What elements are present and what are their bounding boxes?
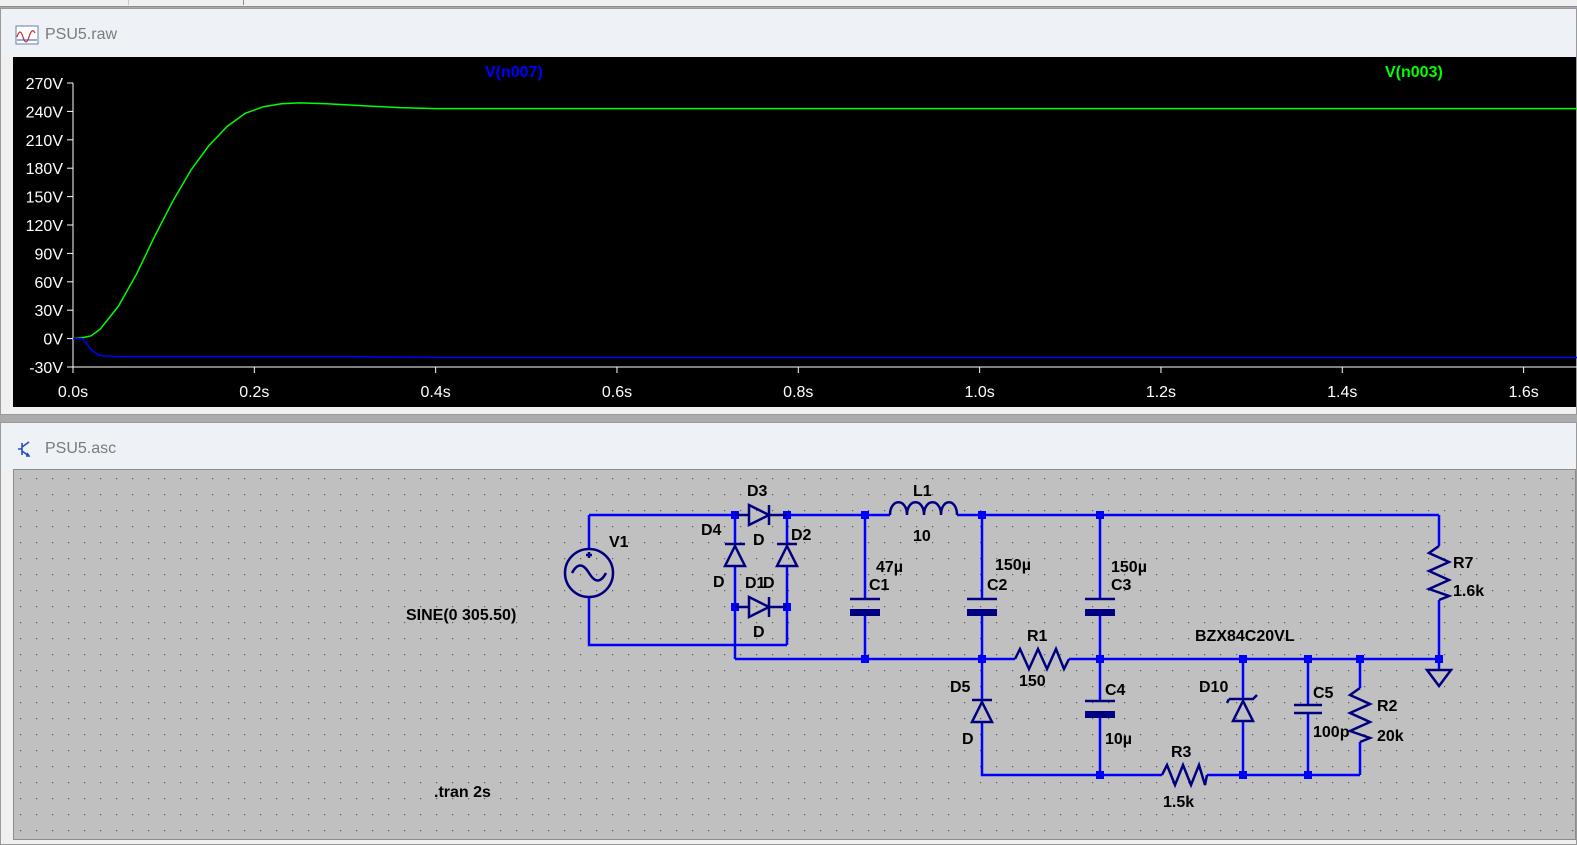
resistor-r2 xyxy=(1346,686,1374,744)
y-tick-label: -30V xyxy=(29,360,63,377)
zener-d10 xyxy=(1225,694,1258,723)
waveform-plot[interactable]: V(n007) V(n003) 270V 240V 210V 180V 150V 120V… xyxy=(13,57,1577,407)
y-tick-label: 180V xyxy=(26,161,64,178)
capacitor-c3 xyxy=(1085,597,1115,616)
y-tick-label: 60V xyxy=(35,275,64,292)
wires xyxy=(587,513,1441,777)
diode-d1 xyxy=(735,594,787,620)
voltage-source-v1 xyxy=(563,547,615,599)
x-tick-label: 0.0s xyxy=(58,384,88,401)
trace-vn003 xyxy=(72,102,1577,340)
label-d5: D5 xyxy=(950,679,971,696)
label-r7: R7 xyxy=(1453,555,1474,572)
label-r2: R2 xyxy=(1377,698,1398,715)
label-d4-model: D xyxy=(713,574,725,591)
label-d2: D2 xyxy=(791,527,812,544)
label-c1: C1 xyxy=(869,577,890,594)
label-d2-model: D xyxy=(763,575,775,592)
labels: SINE(0 305.50) .tran 2s V1 D3 D D4 D D2 … xyxy=(406,483,1484,811)
plot-pane[interactable]: V(n007) V(n003) 270V 240V 210V 180V 150V 120V… xyxy=(13,57,1577,407)
x-tick-label: 0.6s xyxy=(602,384,632,401)
waveform-window[interactable]: PSU5.raw V(n007) V(n003) 270V 240V 210V 180… xyxy=(0,8,1577,415)
diode-d4 xyxy=(722,542,748,568)
label-c5-value: 100p xyxy=(1313,724,1350,741)
x-tick-label: 1.0s xyxy=(965,384,995,401)
label-d4: D4 xyxy=(701,522,722,539)
trace-vn007 xyxy=(73,337,1577,359)
label-d1: D1 xyxy=(745,575,766,592)
plot-frame xyxy=(72,83,1577,368)
diode-d3 xyxy=(735,502,787,528)
x-tick-label: 1.4s xyxy=(1327,384,1357,401)
y-tick-label: 120V xyxy=(26,218,64,235)
plot-axes: 270V 240V 210V 180V 150V 120V 90V 60V 30V 0V -30V 0… xyxy=(26,76,1577,401)
label-c2-value: 150µ xyxy=(995,557,1031,574)
resistor-r1 xyxy=(1013,645,1071,673)
schematic-canvas[interactable]: SINE(0 305.50) .tran 2s V1 D3 D D4 D D2 … xyxy=(14,470,1577,841)
y-tick-label: 30V xyxy=(35,303,64,320)
label-r1: R1 xyxy=(1027,628,1048,645)
resistor-r3 xyxy=(1160,761,1209,789)
diode-d2 xyxy=(774,542,800,568)
schematic-icon xyxy=(18,441,31,457)
schematic-titlebar[interactable]: PSU5.asc xyxy=(1,423,1576,469)
diode-d5 xyxy=(969,698,995,724)
label-v1: V1 xyxy=(609,534,629,551)
schematic-window[interactable]: PSU5.asc xyxy=(0,422,1577,845)
label-c4: C4 xyxy=(1105,682,1126,699)
y-tick-label: 150V xyxy=(26,190,64,207)
label-r3: R3 xyxy=(1171,744,1192,761)
capacitor-c1 xyxy=(850,597,880,616)
x-tick-label: 0.4s xyxy=(421,384,451,401)
schematic-window-title: PSU5.asc xyxy=(45,440,117,457)
label-tran-directive: .tran 2s xyxy=(434,784,491,801)
waveform-titlebar[interactable]: PSU5.raw xyxy=(1,9,1576,55)
label-c4-value: 10µ xyxy=(1105,731,1132,748)
label-d5-model: D xyxy=(962,731,974,748)
ground-symbol xyxy=(1424,668,1454,689)
waveform-icon xyxy=(15,25,39,45)
x-tick-label: 0.2s xyxy=(239,384,269,401)
label-c5: C5 xyxy=(1313,685,1334,702)
x-tick-label: 0.8s xyxy=(783,384,813,401)
label-d3-model: D xyxy=(753,532,765,549)
top-tab-strip xyxy=(0,0,1577,7)
label-source-spec: SINE(0 305.50) xyxy=(406,607,516,624)
components xyxy=(563,501,1454,789)
y-tick-label: 210V xyxy=(26,133,64,150)
y-tick-label: 0V xyxy=(43,332,63,349)
label-c3: C3 xyxy=(1111,577,1132,594)
y-tick-label: 270V xyxy=(26,76,64,93)
trace-label-v-n007: V(n007) xyxy=(485,64,543,81)
label-l1-value: 10 xyxy=(913,528,931,545)
label-c1-value: 47µ xyxy=(876,559,903,576)
capacitor-c2 xyxy=(967,597,997,616)
trace-label-v-n003: V(n003) xyxy=(1385,64,1443,81)
waveform-window-title: PSU5.raw xyxy=(45,26,118,43)
x-tick-label: 1.2s xyxy=(1146,384,1176,401)
label-r1-value: 150 xyxy=(1019,673,1046,690)
label-zener-model: BZX84C20VL xyxy=(1195,628,1295,645)
label-r7-value: 1.6k xyxy=(1453,583,1484,600)
label-d3: D3 xyxy=(747,483,768,500)
tab-fragment[interactable] xyxy=(128,0,244,5)
label-r3-value: 1.5k xyxy=(1163,794,1194,811)
plot-traces xyxy=(72,102,1577,359)
schematic-pane[interactable]: SINE(0 305.50) .tran 2s V1 D3 D D4 D D2 … xyxy=(13,469,1577,841)
label-l1: L1 xyxy=(913,483,932,500)
label-d10: D10 xyxy=(1199,679,1228,696)
capacitor-c5 xyxy=(1294,703,1322,715)
y-tick-label: 240V xyxy=(26,104,64,121)
resistor-r7 xyxy=(1425,544,1453,602)
label-d1-model: D xyxy=(753,624,765,641)
y-tick-label: 90V xyxy=(35,246,64,263)
x-tick-label: 1.6s xyxy=(1508,384,1538,401)
capacitor-c4 xyxy=(1085,699,1115,718)
label-c3-value: 150µ xyxy=(1111,559,1147,576)
inductor-l1 xyxy=(888,501,959,516)
label-c2: C2 xyxy=(987,577,1008,594)
label-r2-value: 20k xyxy=(1377,728,1404,745)
